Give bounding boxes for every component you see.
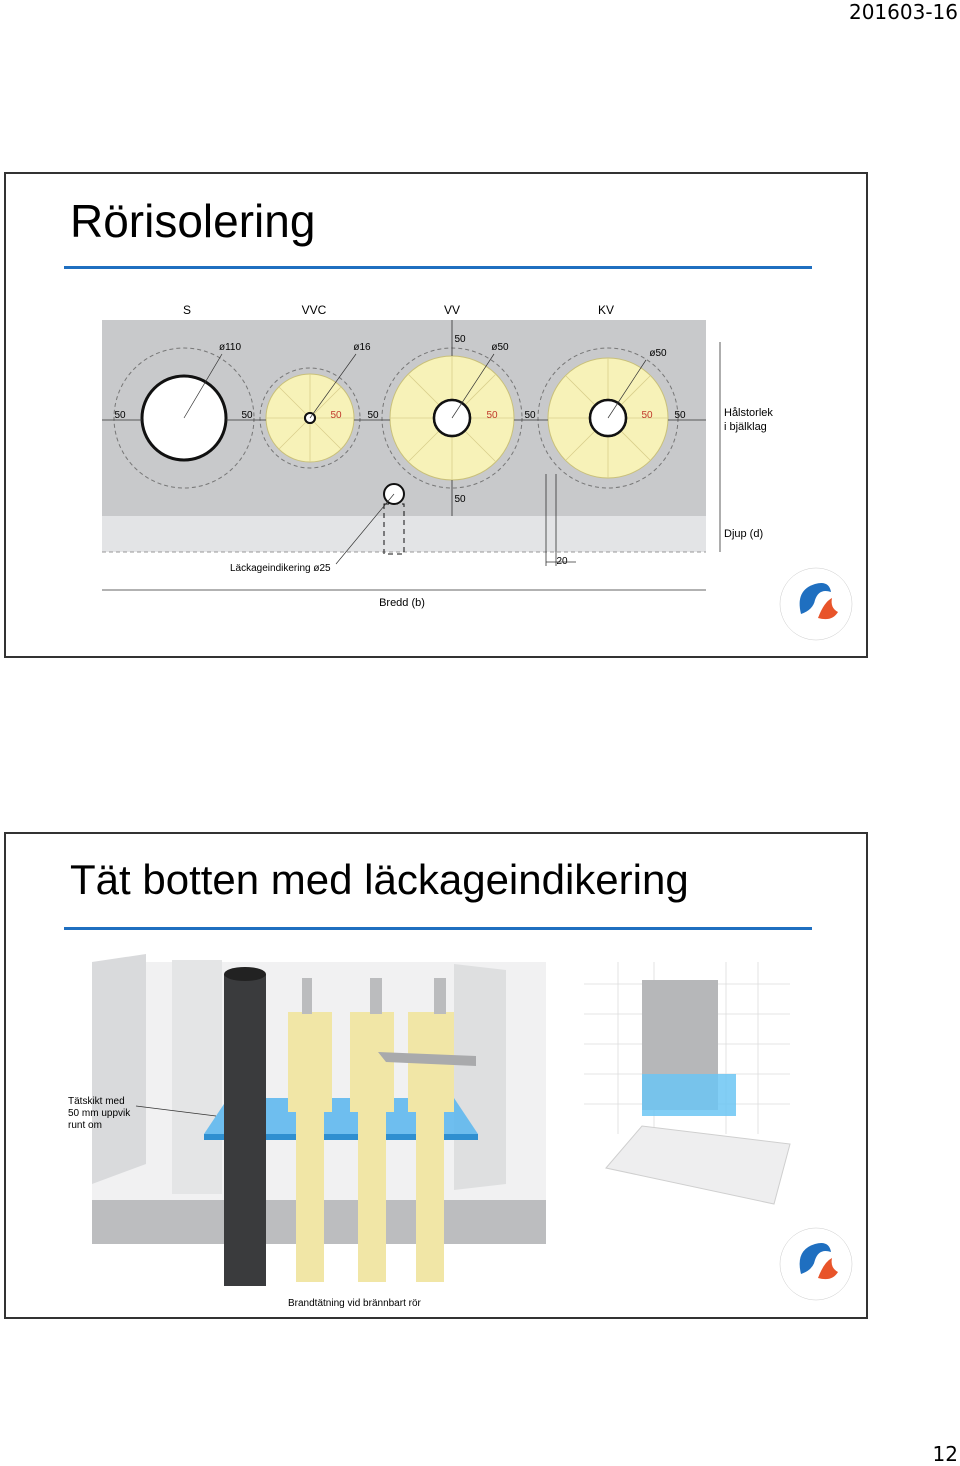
dim-50: 50: [641, 410, 653, 421]
diameter-vvc: ø16: [353, 342, 371, 353]
brand-logo: [779, 567, 853, 641]
pipe-insulation-diagram: S VVC VV KV ø1: [102, 303, 853, 641]
dim-50: 50: [367, 410, 379, 421]
diameter-kv: ø50: [649, 348, 667, 359]
dim-20: 20: [556, 556, 568, 567]
dim-50: 50: [330, 410, 342, 421]
dim-50: 50: [114, 410, 126, 421]
dim-50: 50: [241, 410, 253, 421]
dim-50: 50: [524, 410, 536, 421]
col-label-kv: KV: [598, 303, 614, 317]
title-underline: [64, 266, 812, 269]
shower-membrane: [642, 1074, 736, 1116]
hole-size-label-1: Hålstorlek: [724, 407, 773, 419]
logo-drop-icon: [799, 583, 831, 614]
leak-detection-illustration: Tätskikt med 50 mm uppvik runt om Brandt…: [68, 954, 853, 1309]
header-date: 201603-16: [848, 0, 958, 24]
slide-title: Rörisolering: [70, 195, 316, 247]
dim-50: 50: [486, 410, 498, 421]
dim-50: 50: [454, 494, 466, 505]
dim-50: 50: [454, 334, 466, 345]
fire-seal-label: Brandtätning vid brännbart rör: [288, 1298, 422, 1309]
bathroom-illustration: [584, 962, 791, 1228]
page-number: 12: [932, 1442, 958, 1466]
membrane-label-3: runt om: [68, 1120, 102, 1131]
logo-flame-icon: [818, 598, 838, 620]
logo-drop-icon: [799, 1243, 831, 1274]
diameter-s: ø110: [219, 342, 241, 353]
hole-size-label-2: i bjälklag: [724, 421, 767, 433]
col-label-vv: VV: [444, 303, 460, 317]
dim-50: 50: [674, 410, 686, 421]
slide-title: Tät botten med läckageindikering: [70, 856, 689, 903]
diameter-vv: ø50: [491, 342, 509, 353]
leak-indicator-label: Läckageindikering ø25: [230, 563, 331, 574]
slide-tat-botten: Tät botten med läckageindikering Tätskik…: [4, 832, 868, 1319]
slide-rorisolering: Rörisolering S VVC VV KV: [4, 172, 868, 658]
col-label-s: S: [183, 303, 191, 317]
col-label-vvc: VVC: [302, 303, 327, 317]
width-label: Bredd (b): [379, 597, 425, 609]
logo-flame-icon: [818, 1258, 838, 1280]
membrane-label-1: Tätskikt med: [68, 1096, 125, 1107]
brand-logo: [779, 1227, 853, 1301]
title-underline: [64, 927, 812, 930]
insulated-pipe-1: [288, 1012, 332, 1112]
black-pipe: [224, 974, 266, 1286]
membrane-label-2: 50 mm uppvik: [68, 1108, 131, 1119]
depth-label: Djup (d): [724, 528, 763, 540]
